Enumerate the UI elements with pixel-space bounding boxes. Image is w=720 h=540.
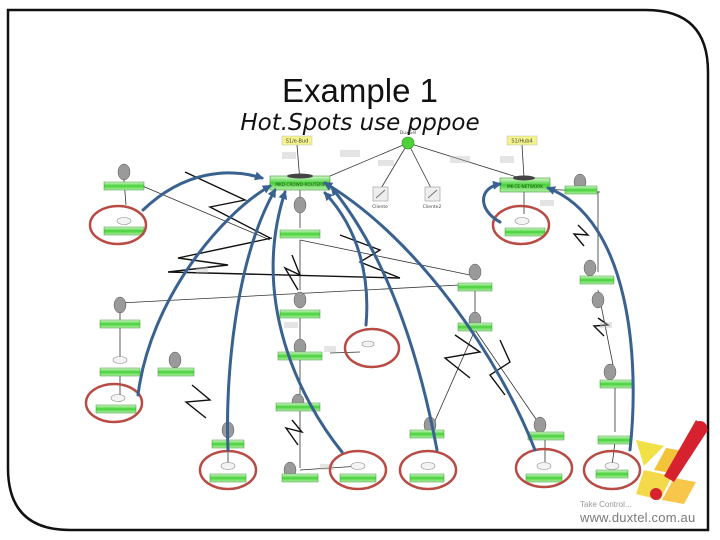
top-center-node-label: DuxGel [400,130,417,136]
link-labels [196,150,612,470]
device-node [209,473,247,483]
device-node [99,319,141,329]
pppoe-arrow [546,186,635,452]
access-point-icon [116,217,132,225]
device-node [457,322,493,332]
device-node [595,469,629,479]
antenna-icon [583,259,597,277]
top-left-node [281,135,313,146]
pppoe-arrow [226,188,277,452]
slide-subtitle: Hot.Spots use pppoe [240,110,480,136]
antenna-icon [603,363,617,381]
green-device-nodes [95,181,633,483]
hotspot-highlight-circles [84,204,642,491]
device-node [275,402,321,412]
highlight-circle [84,382,144,424]
logo-tagline: Take Control... [580,500,632,509]
client-right-label: Cliente2 [423,204,442,210]
device-node [457,282,493,292]
pppoe-arrow [330,186,439,452]
device-node [281,473,319,483]
antenna-icon [293,196,307,214]
pppoe-arrow [323,181,537,452]
client-left-label: Cliente [372,204,388,210]
device-node [279,309,321,319]
access-point-icon [112,356,128,364]
device-node [277,351,323,361]
slide-frame [6,8,710,532]
device-node [99,367,141,377]
device-node [564,185,598,195]
device-node [527,431,565,441]
pppoe-arrow [141,171,264,212]
antenna-icon [113,296,127,314]
highlight-circle [343,327,401,369]
top-center-node-icon [401,136,415,150]
device-node [339,473,377,483]
device-node [279,229,321,239]
duxtel-logo [636,420,708,504]
slide-title: Example 1 [282,72,438,109]
right-router-label: MK-CE-NETWORK [507,184,543,189]
hotspot-ap-icons [110,217,620,470]
device-node [95,404,137,414]
antenna-icon [168,351,182,369]
device-node [504,227,546,237]
antenna-icon [533,416,547,434]
device-node [103,226,145,236]
access-point-icon [604,462,620,470]
top-yellow-nodes: S1/e-Bud S1/Hub4 DuxGel [281,130,538,150]
connection-lines [119,142,616,471]
access-point-icon [514,217,530,225]
highlight-circle [328,449,388,491]
device-node [157,367,195,377]
device-node [409,429,445,439]
device-node [597,435,631,445]
pppoe-arrow [323,191,369,327]
logo-url: www.duxtel.com.au [580,510,696,525]
pppoe-arrow [482,180,502,224]
device-node [525,473,563,483]
access-point-icon [350,462,366,470]
access-point-icon [220,462,236,470]
access-point-icon [536,462,552,470]
router-nodes: MKD-CROWD-ROUTERS MK-CE-NETWORK [269,173,551,193]
antenna-icon [468,263,482,281]
access-point-icon [110,394,126,402]
device-node [103,181,145,191]
highlight-circle [398,449,458,491]
access-point-icon [420,462,436,470]
top-right-node-label: S1/Hub4 [511,139,532,145]
device-node [579,275,615,285]
highlight-circle [88,204,148,246]
highlight-circle [514,447,574,489]
antenna-icon [591,291,605,309]
top-left-node-label: S1/e-Bud [286,139,309,145]
center-router-label: MKD-CROWD-ROUTERS [275,182,324,187]
top-right-node [506,135,538,146]
access-point-icon [361,340,375,348]
highlight-circle [491,204,551,246]
pppoe-arrow [271,190,344,454]
antenna-icon [293,291,307,309]
client-devices: Cliente Cliente2 [372,186,442,210]
pppoe-arrow [136,184,272,397]
device-node [599,379,633,389]
device-node [409,473,445,483]
antenna-icon [117,163,131,181]
highlight-circle [582,449,642,491]
pppoe-arrows [136,171,635,454]
